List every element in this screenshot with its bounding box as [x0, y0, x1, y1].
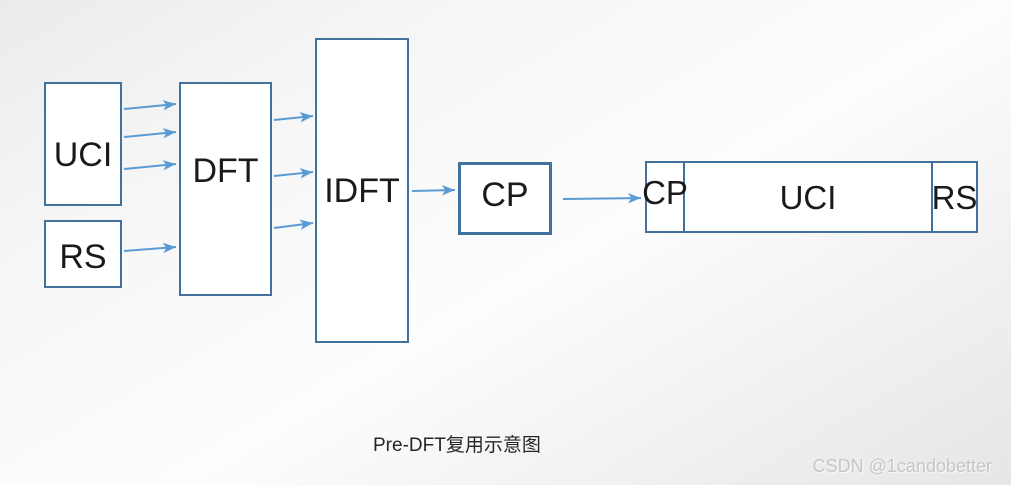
output-frame-uci-label: UCI [779, 178, 837, 216]
arrow-dft-to-idft-3 [273, 219, 314, 230]
output-frame-cp-segment: CP [642, 163, 688, 231]
arrow-uci-to-dft-1 [123, 100, 177, 111]
output-symbol-frame: CP UCI RS [642, 161, 978, 233]
watermark-text: CSDN @1candobetter [812, 456, 992, 476]
dft-label: DFT [192, 152, 259, 190]
arrow-idft-to-cp [411, 185, 456, 196]
uci-source-label: UCI [53, 136, 113, 174]
rs-source-box: RS [44, 220, 122, 288]
cp-insertion-label: CP [481, 175, 529, 214]
cp-insertion-box: CP [458, 162, 552, 235]
output-frame-rs-segment: RS [931, 163, 978, 231]
rs-source-label: RS [59, 238, 107, 276]
dft-box: DFT [179, 82, 272, 296]
arrow-cp-to-output-frame [562, 192, 642, 204]
diagram-caption: Pre-DFT复用示意图 [373, 435, 541, 456]
arrow-dft-to-idft-1 [273, 112, 314, 123]
arrow-dft-to-idft-2 [273, 168, 314, 179]
idft-label: IDFT [324, 171, 400, 210]
arrow-uci-to-dft-2 [123, 128, 177, 139]
arrow-rs-to-dft [123, 242, 177, 254]
uci-source-box: UCI [44, 82, 122, 206]
idft-box: IDFT [315, 38, 409, 343]
output-frame-uci-segment: UCI [685, 163, 931, 231]
output-frame-rs-label: RS [931, 178, 978, 216]
output-frame-cp-label: CP [642, 173, 688, 211]
arrow-uci-to-dft-3 [123, 160, 177, 171]
